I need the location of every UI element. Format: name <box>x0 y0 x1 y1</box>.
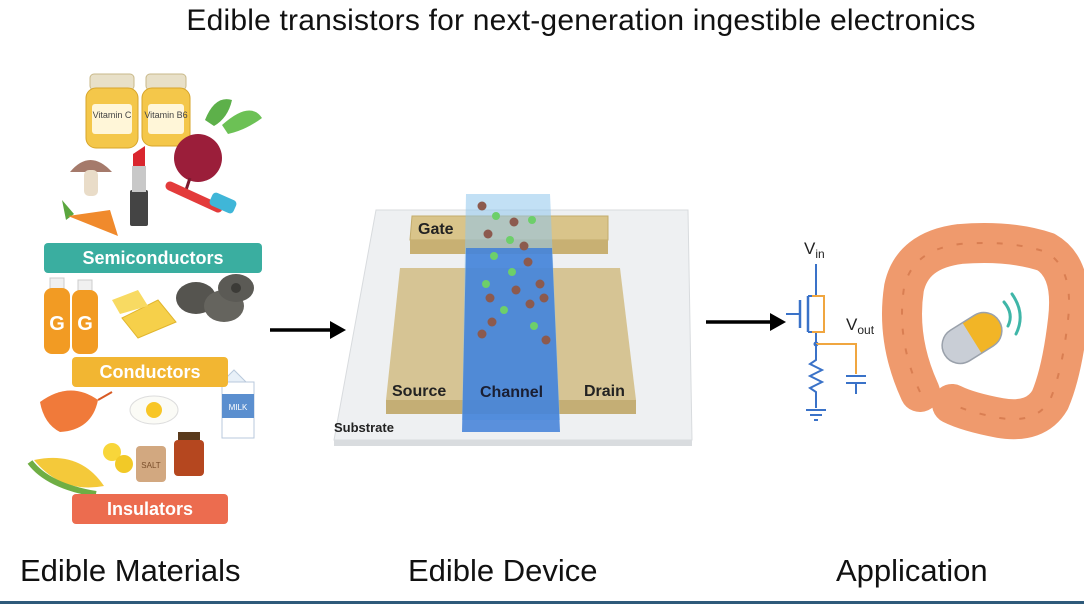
vout-label: Vout <box>846 315 875 337</box>
arrow-right-icon <box>270 321 346 339</box>
beetroot-icon <box>174 99 262 197</box>
semiconductors-tag: Semiconductors <box>44 243 262 273</box>
charcoal-roll-icon <box>176 274 254 322</box>
jam-jar-icon <box>174 432 204 476</box>
svg-text:G: G <box>77 313 93 335</box>
toothbrush-icon <box>165 181 237 214</box>
milk-label: MILK <box>229 403 248 412</box>
insulators-tag: Insulators <box>72 494 228 524</box>
egg-icon <box>129 395 179 425</box>
edible-materials-heading: Edible Materials <box>20 553 241 588</box>
molecule-particles <box>477 201 551 345</box>
shrimp-icon <box>40 390 113 432</box>
conductors-tag: Conductors <box>72 357 228 387</box>
application-heading: Application <box>836 553 988 588</box>
channel-label: Channel <box>480 384 543 401</box>
vin-label: Vin <box>804 239 825 261</box>
edible-device-heading: Edible Device <box>408 553 598 588</box>
colon-icon <box>882 223 1084 440</box>
vitamin-b6-jar-icon: Vitamin B6 <box>141 73 191 147</box>
svg-text:G: G <box>49 313 65 335</box>
wireless-signal-icon <box>1002 292 1022 336</box>
transistor-circuit <box>786 264 866 421</box>
corn-icon <box>27 457 104 497</box>
lemon-icon <box>103 443 133 473</box>
arrow-right-icon <box>706 313 786 331</box>
cheese-icon <box>112 290 177 339</box>
gate-label: Gate <box>418 221 454 238</box>
channel-block <box>462 194 560 432</box>
jar-label-c: Vitamin C <box>93 110 132 120</box>
bottom-divider <box>0 601 1084 604</box>
mushroom-icon <box>70 160 112 196</box>
drain-label: Drain <box>584 383 625 400</box>
milk-carton-icon: MILK <box>220 369 255 439</box>
salt-bag-icon: SALT <box>136 446 166 482</box>
substrate-label: Substrate <box>334 420 394 435</box>
capsule-pill-icon <box>941 311 1003 365</box>
jar-label-b6: Vitamin B6 <box>144 110 187 120</box>
carrot-icon <box>62 200 118 236</box>
vitamin-c-jar-icon: Vitamin C <box>85 73 139 149</box>
salt-label: SALT <box>141 461 161 470</box>
lipstick-icon <box>130 146 148 226</box>
source-label: Source <box>392 383 446 400</box>
figure-title: Edible transistors for next-generation i… <box>186 4 976 37</box>
drink-bottle-icon: G G <box>44 277 98 354</box>
